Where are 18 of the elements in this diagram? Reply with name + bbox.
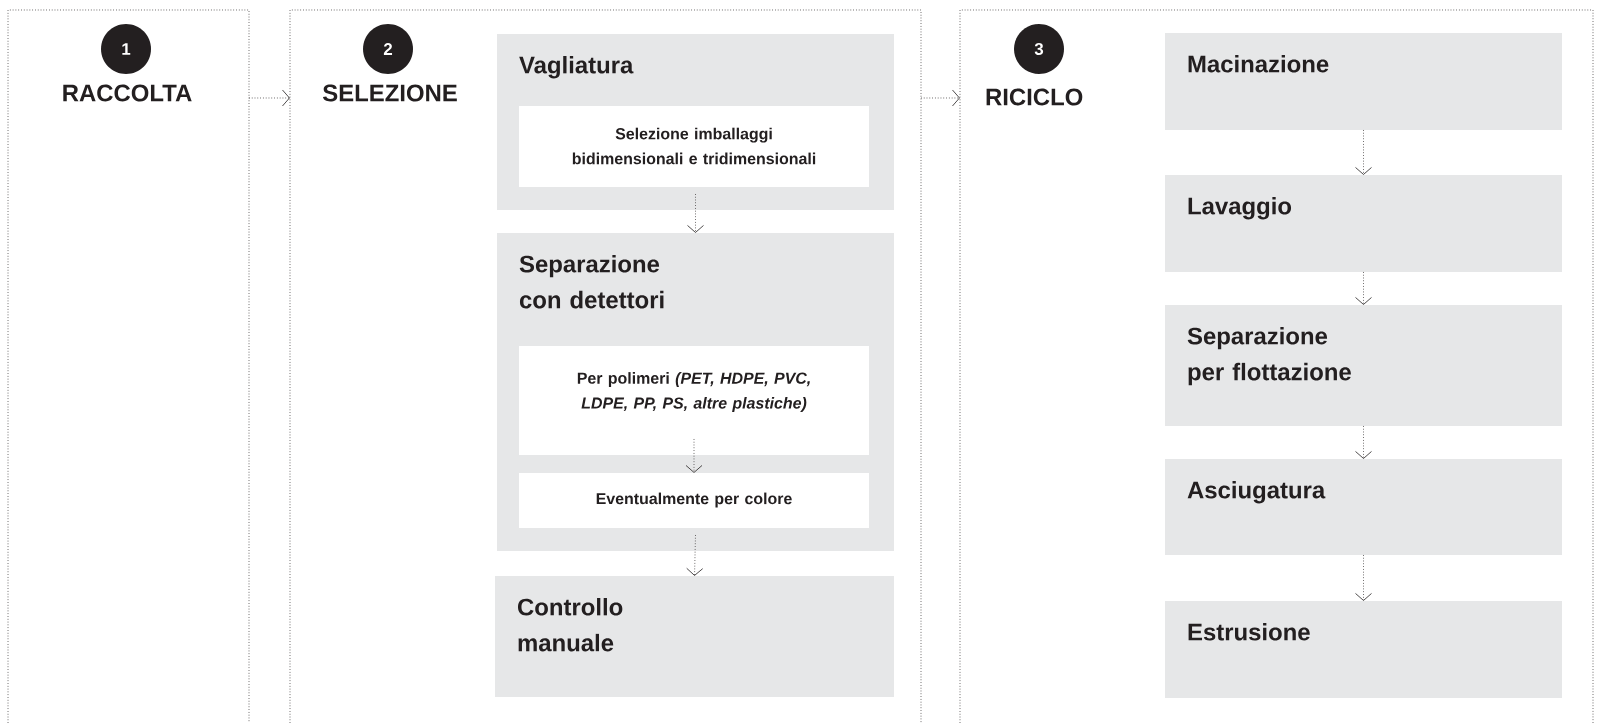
- process-box: Controllo manuale: [495, 576, 894, 697]
- process-box: Separazione per flottazione: [1165, 305, 1562, 426]
- arrow: [686, 534, 704, 576]
- process-box: Estrusione: [1165, 601, 1562, 698]
- arrow: [685, 438, 703, 473]
- sub-step-box: Selezione imballaggi bidimensionali e tridimensionali: [519, 106, 869, 187]
- arrow: [1355, 425, 1372, 459]
- process-box: Macinazione: [1165, 33, 1562, 130]
- arrow: [920, 89, 960, 107]
- arrow: [248, 89, 290, 107]
- process-box: Lavaggio: [1165, 175, 1562, 272]
- sub-step-box: Per polimeri (PET, HDPE, PVC, LDPE, PP, PS, altre plastiche): [519, 346, 869, 455]
- process-box: Asciugatura: [1165, 459, 1562, 555]
- arrow: [1355, 271, 1372, 305]
- arrow: [1355, 554, 1372, 601]
- arrow: [687, 193, 704, 233]
- sub-step-box: Eventualmente per colore: [519, 473, 869, 528]
- arrow: [1355, 129, 1372, 175]
